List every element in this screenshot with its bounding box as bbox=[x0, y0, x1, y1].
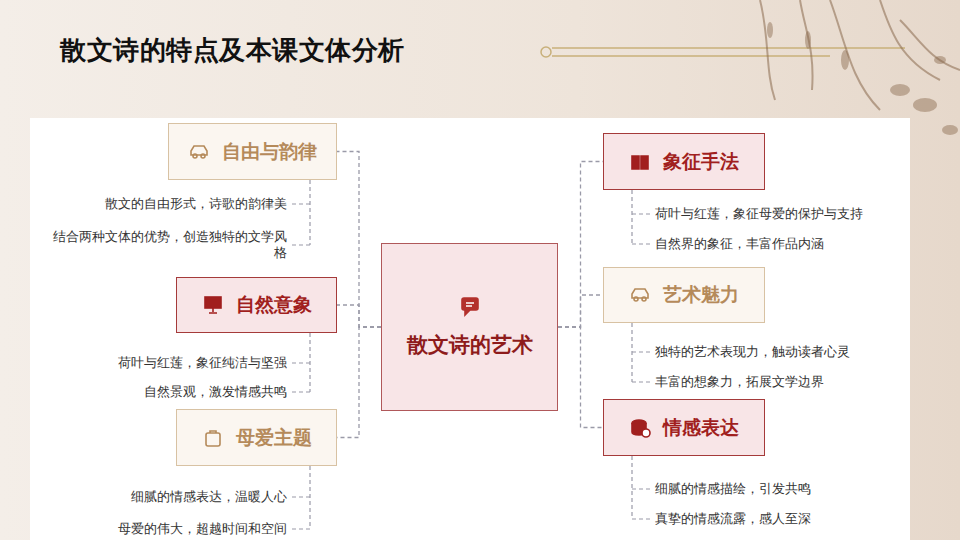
page-title: 散文诗的特点及本课文体分析 bbox=[60, 33, 405, 68]
dashed-connector bbox=[337, 327, 381, 438]
branch-note: 独特的艺术表现力，触动读者心灵 bbox=[655, 344, 945, 360]
branch-note: 细腻的情感描绘，引发共鸣 bbox=[655, 481, 945, 497]
branch-note: 散文的自由形式，诗歌的韵律美 bbox=[42, 196, 287, 212]
branch-note: 细腻的情感表达，温暖人心 bbox=[20, 489, 287, 505]
branch-title: 自由与韵律 bbox=[222, 139, 317, 165]
branch-box: 母爱主题 bbox=[176, 409, 337, 466]
dashed-connector bbox=[558, 162, 603, 328]
branch-title: 自然意象 bbox=[236, 292, 312, 318]
gold-lines bbox=[541, 47, 905, 57]
dashed-connector bbox=[558, 295, 603, 327]
box-icon bbox=[202, 427, 224, 449]
branch-box: 情感表达 bbox=[603, 399, 765, 456]
central-box: 散文诗的艺术 bbox=[381, 243, 558, 411]
branch-box: 象征手法 bbox=[603, 133, 765, 190]
branch-art bbox=[760, 0, 960, 110]
box-icon bbox=[629, 284, 651, 306]
branch-note: 真挚的情感流露，感人至深 bbox=[655, 511, 945, 527]
leader-lines bbox=[292, 180, 650, 529]
leaf-art bbox=[767, 22, 958, 135]
box-icon bbox=[188, 141, 210, 163]
box-icon bbox=[459, 295, 481, 317]
branch-title: 母爱主题 bbox=[236, 425, 312, 451]
white-panel bbox=[30, 118, 910, 540]
dashed-connector bbox=[337, 152, 381, 328]
dashed-connector bbox=[337, 305, 381, 327]
branch-box: 自然意象 bbox=[176, 277, 337, 333]
branch-title: 艺术魅力 bbox=[663, 282, 739, 308]
branch-box: 自由与韵律 bbox=[168, 123, 337, 180]
dashed-connector bbox=[558, 327, 603, 428]
branch-note: 荷叶与红莲，象征母爱的保护与支持 bbox=[655, 206, 945, 222]
branch-box: 艺术魅力 bbox=[603, 267, 765, 323]
branch-note: 丰富的想象力，拓展文学边界 bbox=[655, 374, 945, 390]
central-title: 散文诗的艺术 bbox=[407, 331, 533, 359]
box-icon bbox=[202, 294, 224, 316]
box-icon bbox=[629, 417, 651, 439]
branch-note: 母爱的伟大，超越时间和空间 bbox=[20, 521, 287, 537]
branch-note: 自然界的象征，丰富作品内涵 bbox=[655, 236, 945, 252]
box-icon bbox=[629, 151, 651, 173]
branch-note: 荷叶与红莲，象征纯洁与坚强 bbox=[20, 355, 287, 371]
branch-title: 象征手法 bbox=[663, 149, 739, 175]
branch-title: 情感表达 bbox=[663, 415, 739, 441]
branch-note: 结合两种文体的优势，创造独特的文学风格 bbox=[42, 229, 287, 261]
branch-note: 自然景观，激发情感共鸣 bbox=[20, 384, 287, 400]
